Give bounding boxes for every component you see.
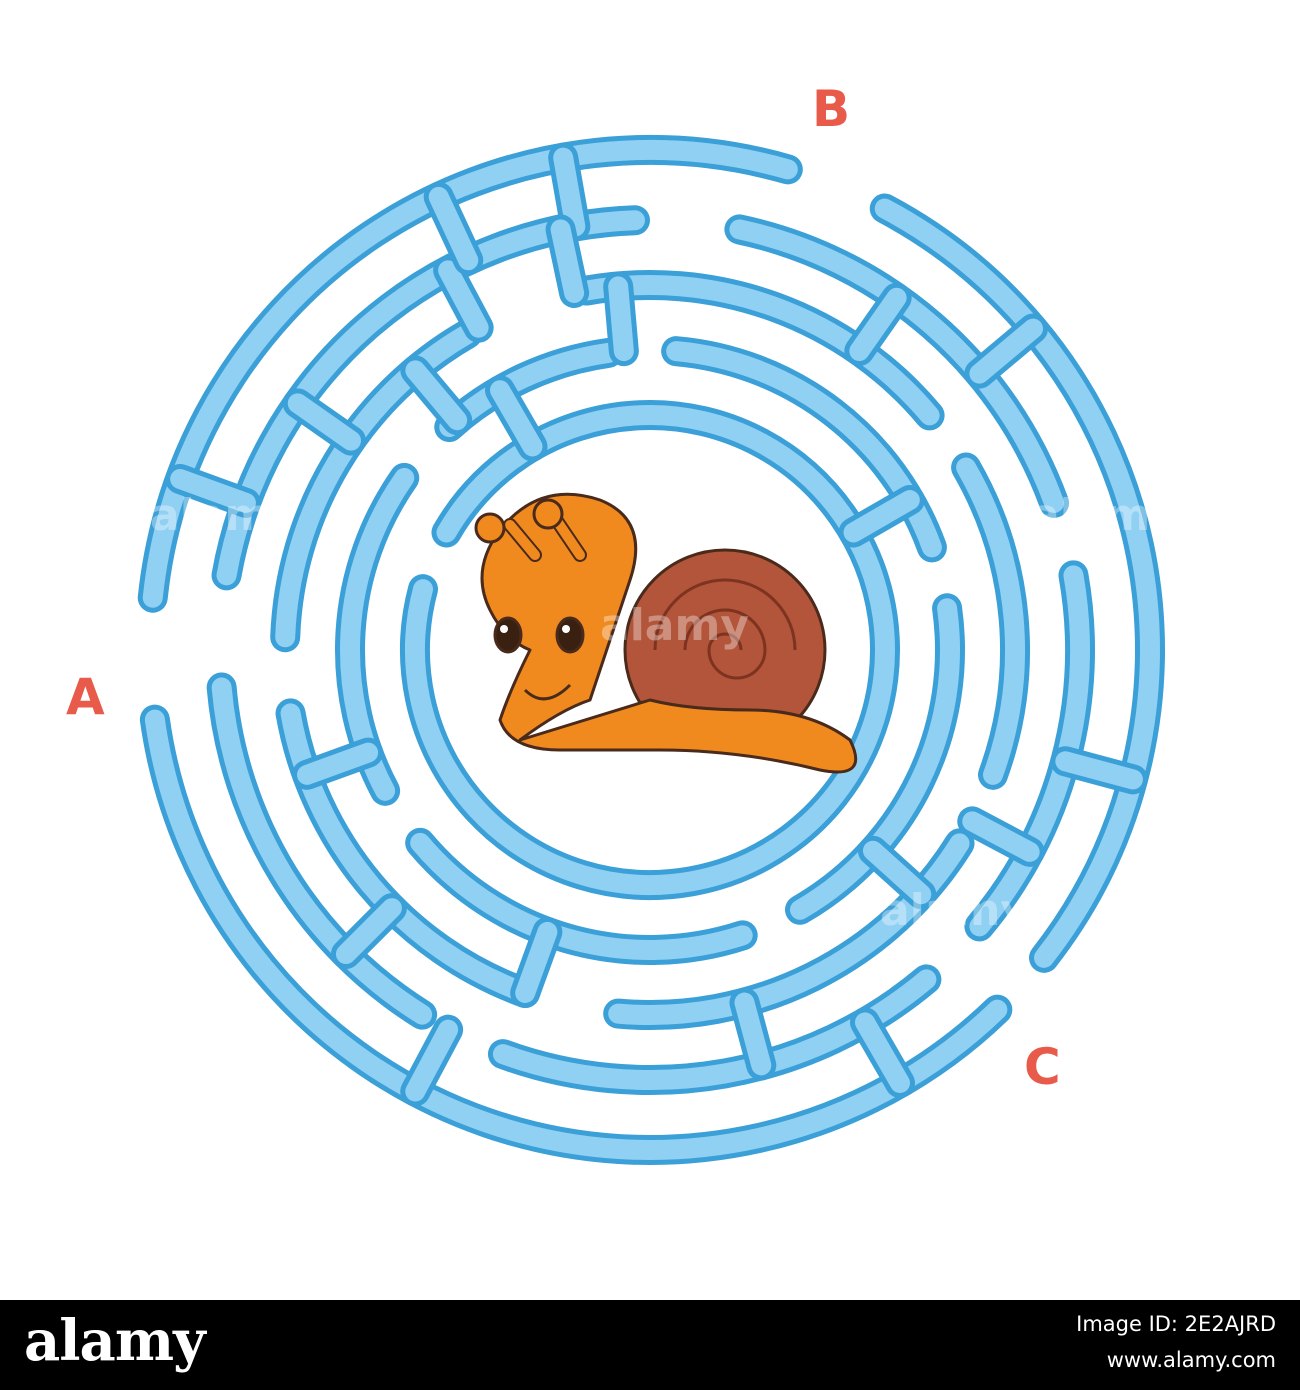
maze-wall-spoke (1055, 751, 1143, 790)
maze-wall-arc (576, 275, 940, 426)
maze-wall-spoke (515, 921, 558, 1003)
maze-wall-spoke (335, 898, 402, 965)
svg-text:alamy: alamy (600, 600, 749, 651)
image-id: Image ID: 2E2AJRD (1076, 1312, 1276, 1336)
maze-wall-spoke (405, 360, 468, 431)
maze-wall-spoke (843, 490, 920, 543)
maze-wall-spoke (969, 318, 1044, 384)
footer-logo: alamy (24, 1308, 206, 1374)
maze-wall-arc (211, 677, 433, 1025)
maze-wall-arc (790, 598, 960, 920)
maze-outer-wall (144, 709, 1008, 1160)
svg-text:alamy: alamy (880, 885, 1029, 936)
maze-wall-spoke (608, 276, 634, 362)
maze-wall-spoke (405, 1019, 459, 1102)
maze-wall-spoke (550, 219, 585, 303)
svg-text:alamy: alamy (1030, 490, 1179, 541)
entrance-label-a: A (66, 668, 105, 726)
maze-wall-spoke (849, 287, 907, 362)
maze-wall-spoke (170, 468, 256, 513)
circular-maze: alamy alamy alamy alamy (137, 135, 1179, 1165)
maze-wall-spoke (855, 1012, 910, 1094)
maze-wall-spoke (287, 393, 362, 451)
maze-wall-spoke (962, 811, 1040, 862)
maze-wall-spoke (862, 840, 932, 905)
maze-wall-spoke (553, 147, 586, 237)
maze-wall-spoke (438, 260, 489, 338)
maze-wall-spoke (428, 186, 479, 271)
maze-walls (137, 135, 1165, 1165)
watermark: alamy alamy alamy alamy (150, 490, 1179, 936)
exit-label-c: C (1024, 1038, 1061, 1096)
maze-wall-arc (729, 219, 1065, 513)
maze-inner-wall (405, 405, 895, 895)
maze-outer-wall (874, 198, 1160, 968)
exit-label-b: B (812, 80, 851, 138)
snail-icon (474, 492, 858, 774)
maze-wall-spoke (734, 992, 772, 1076)
footer-banner: alamy Image ID: 2E2AJRD www.alamy.com (0, 1300, 1300, 1390)
maze-wall-spoke (490, 380, 543, 457)
maze-wall-arc (410, 832, 753, 960)
svg-text:alamy: alamy (150, 490, 299, 541)
maze-wall-arc (956, 457, 1025, 785)
site-url: www.alamy.com (1106, 1348, 1276, 1372)
maze-wall-spoke (297, 742, 379, 785)
